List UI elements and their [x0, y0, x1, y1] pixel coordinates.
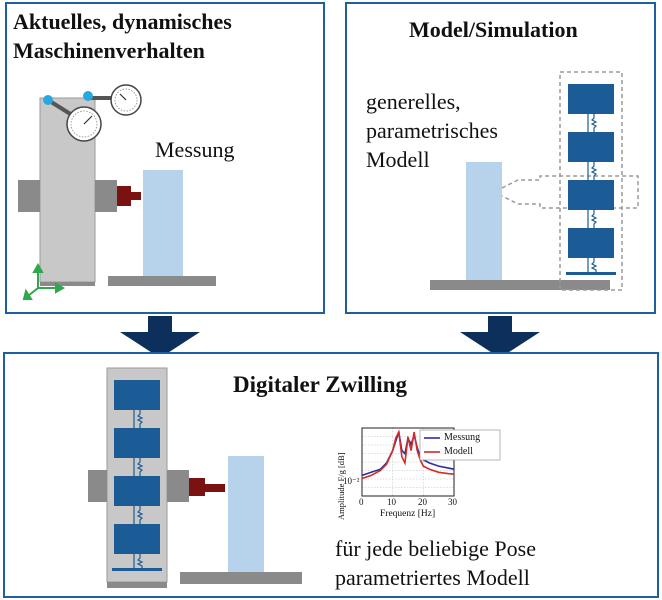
sensor-2 [83, 91, 93, 101]
panel-right-title: Model/Simulation [409, 17, 578, 42]
panel-bottom-title: Digitaler Zwilling [233, 372, 407, 397]
chart-legend [419, 429, 501, 461]
twin-base [180, 572, 302, 584]
model-column-outline [559, 71, 623, 291]
model-mass-blocks [568, 84, 614, 258]
twin-spindle [189, 478, 205, 496]
sensor-1 [43, 95, 53, 105]
panel-left-title-line1: Aktuelles, dynamisches [13, 9, 232, 34]
machine-base [108, 276, 216, 286]
x-tick-0: 0 [359, 497, 364, 507]
chart-ylabel: Amplitude F/g [dB] [336, 452, 346, 520]
chart-axes-frame [361, 427, 455, 497]
twin-mass-blocks [114, 380, 160, 554]
machine-side-block-left [18, 180, 40, 212]
accelerometer-dial-icon [66, 84, 142, 142]
panel-left-title-line2: Maschinenverhalten [13, 38, 205, 63]
machine-side-block-right [95, 180, 117, 212]
column-foot [40, 282, 95, 286]
digital-twin-caption-line2: parametriertes Modell [335, 565, 530, 590]
legend-label-messung: Messung [444, 432, 481, 443]
model-spindle-outline [501, 175, 639, 209]
twin-workpiece [228, 456, 264, 574]
legend-label-modell: Modell [444, 446, 473, 457]
x-tick-30: 30 [448, 497, 457, 507]
model-spring-dampers [587, 114, 598, 272]
x-tick-20: 20 [418, 497, 427, 507]
measurement-label: Messung [155, 137, 235, 162]
chart-xlabel: Frequenz [Hz] [380, 509, 436, 519]
model-base [430, 280, 610, 290]
y-tick-label: 10⁻² [343, 476, 360, 486]
model-label-line2: parametrisches [366, 118, 498, 143]
spindle-tip [131, 192, 141, 200]
series-modell-line [361, 429, 455, 480]
twin-spring-dampers [133, 410, 144, 568]
model-label-line3: Modell [366, 147, 430, 172]
model-label-line1: generelles, [366, 89, 461, 114]
model-workpiece [466, 162, 502, 280]
down-arrow-icon-right [460, 316, 540, 358]
workpiece [143, 170, 183, 278]
spindle [117, 186, 131, 206]
digital-twin-caption-line1: für jede beliebige Pose [335, 536, 536, 561]
x-tick-10: 10 [387, 497, 396, 507]
coordinate-axes-icon [22, 262, 66, 300]
down-arrow-icon [120, 316, 200, 358]
